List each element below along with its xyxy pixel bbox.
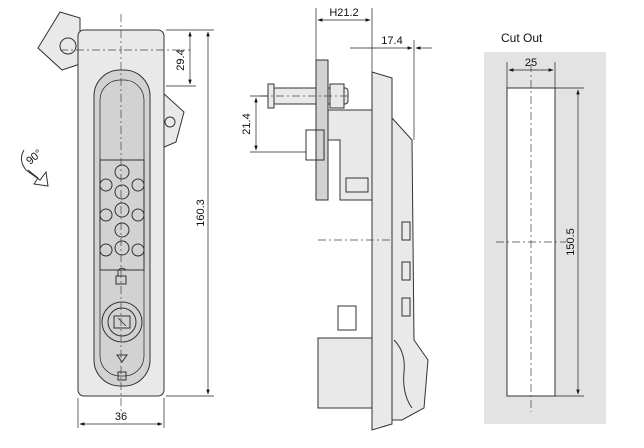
dim-21-4: 21.4 [241, 113, 253, 134]
dim-h21-2: H21.2 [329, 7, 358, 19]
combination-dials [99, 159, 145, 271]
rotation-arrow: 90° [20, 147, 49, 187]
bottom-housing [317, 337, 373, 409]
cutout-title: Cut Out [501, 31, 543, 45]
side-view: H21.2 17.4 21.4 [241, 7, 432, 431]
lock-icon [117, 371, 127, 381]
handle-body [93, 69, 151, 387]
rotation-label: 90° [24, 147, 44, 167]
dim-height-160-3: 160.3 [195, 199, 207, 227]
cutout-view: Cut Out 25 150.5 [484, 31, 606, 424]
dim-width-36: 36 [115, 411, 127, 423]
key-cylinder [101, 301, 143, 343]
side-plate [371, 71, 393, 431]
dim-cutout-25: 25 [525, 57, 537, 69]
arrow-indicator-icon [116, 354, 128, 363]
dim-cutout-150-5: 150.5 [565, 228, 577, 256]
dim-29-4: 29.4 [175, 49, 187, 70]
front-view: 90° 36 160.3 29.4 [20, 11, 214, 428]
latch-body [327, 109, 373, 201]
hinge-hole [59, 37, 77, 55]
dim-17-4: 17.4 [381, 35, 402, 47]
